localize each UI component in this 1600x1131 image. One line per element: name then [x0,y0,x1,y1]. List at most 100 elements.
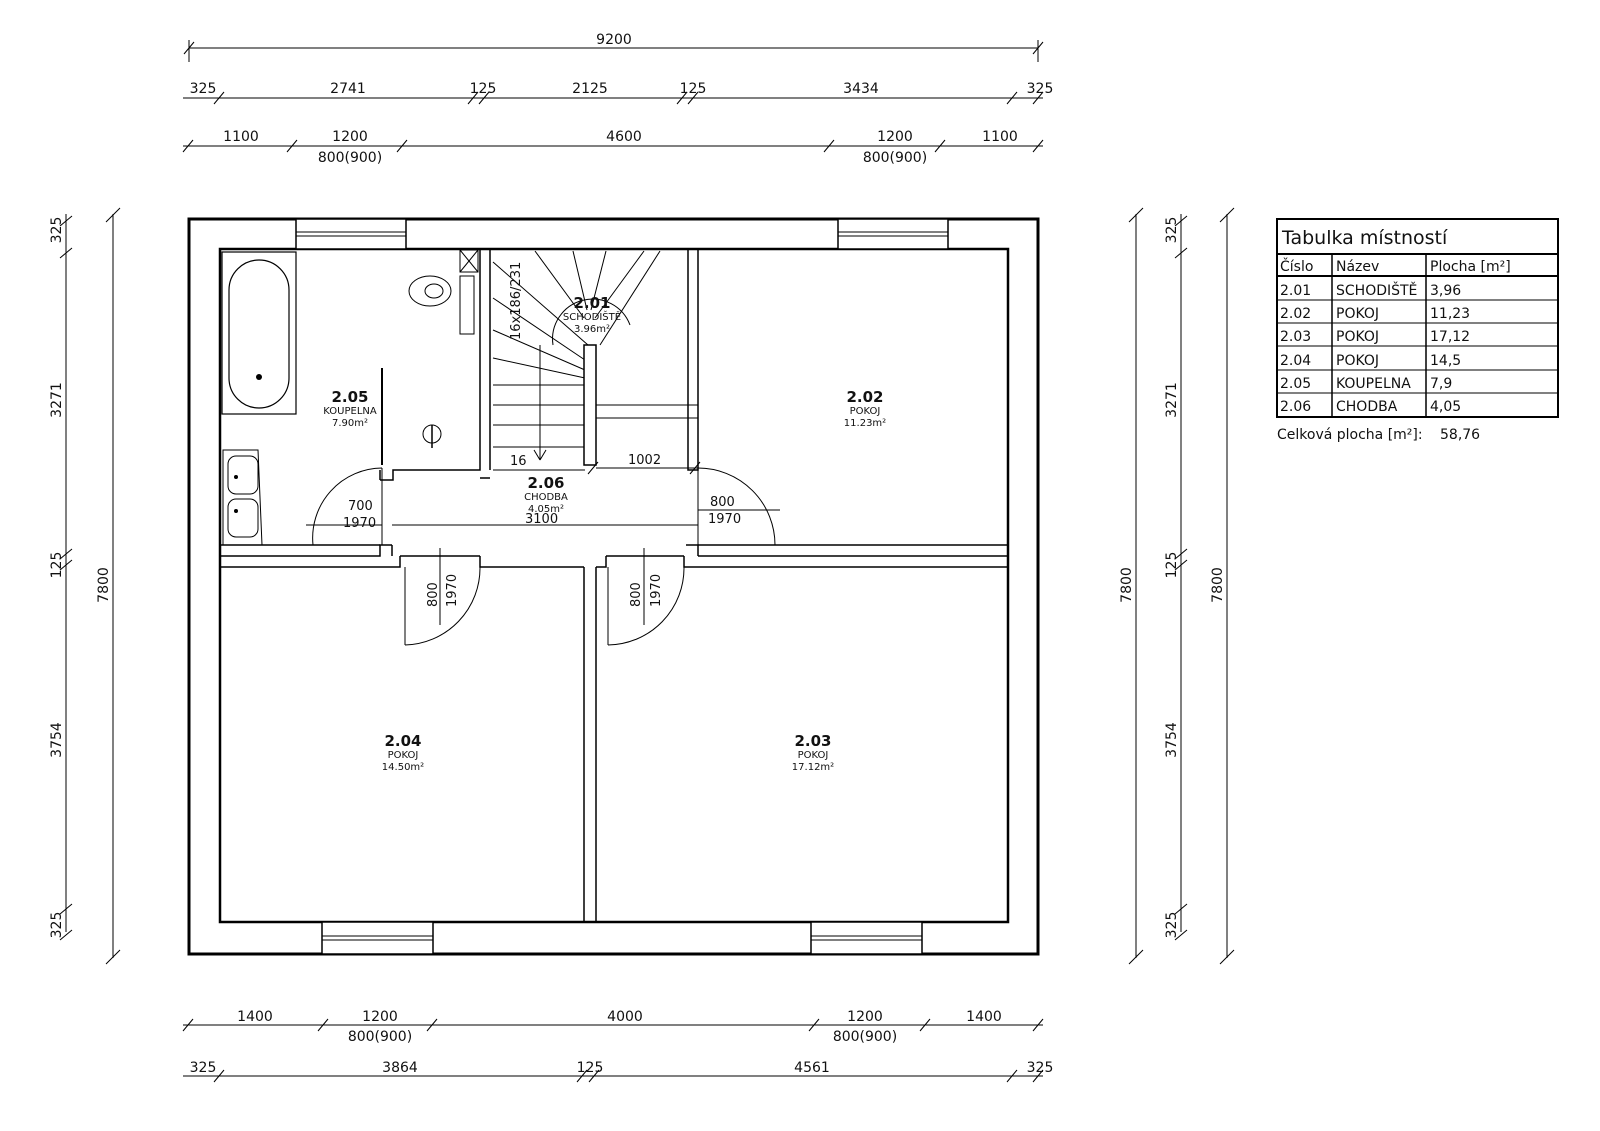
room-203-label: 2.03 POKOJ 17.12m² [792,732,834,773]
corridor-dimensions: 1002 3100 [392,453,701,527]
door-203-width: 800 [629,582,644,607]
table-cell: 7,9 [1430,376,1452,392]
table-cell: POKOJ [1336,329,1379,345]
table-header-number: Číslo [1280,257,1313,275]
table-cell: CHODBA [1336,399,1398,415]
table-cell: 2.04 [1280,353,1311,369]
table-cell: 2.03 [1280,329,1311,345]
dim-top-seg-3: 125 [470,81,497,97]
corridor-width-3100: 3100 [525,512,558,527]
dim-top-seg-6: 3434 [843,81,879,97]
windows [295,218,949,955]
dim-left-seg-1: 325 [49,217,65,244]
corridor-dim-1002: 1002 [628,453,661,468]
dim-right-seg-4: 3754 [1164,722,1180,758]
room-204-label: 2.04 POKOJ 14.50m² [382,732,424,773]
svg-text:2.06: 2.06 [527,474,564,492]
table-cell: POKOJ [1336,353,1379,369]
dim-top-seg-5: 125 [680,81,707,97]
svg-text:2.02: 2.02 [846,388,883,406]
room-table: Tabulka místností Číslo Název Plocha [m²… [1276,218,1559,443]
room-201-label: 2.01 SCHODIŠTĚ 3.96m² [563,294,621,335]
staircase: 16x186/231 16 [492,250,698,471]
dim-right-seg-5: 325 [1164,912,1180,939]
dim-bot-open-3: 4000 [607,1009,643,1025]
dim-top-open-3: 4600 [606,129,642,145]
table-cell: 2.01 [1280,283,1311,299]
svg-text:2.05: 2.05 [331,388,368,406]
svg-text:CHODBA: CHODBA [524,492,568,503]
dim-top-open-5: 1100 [982,129,1018,145]
room-205-label: 2.05 KOUPELNA 7.90m² [323,388,377,429]
table-cell: 2.02 [1280,306,1311,322]
door-bathroom: 700 1970 [306,467,383,546]
dim-top-seg-4: 2125 [572,81,608,97]
dim-top-seg-2: 2741 [330,81,366,97]
svg-text:2.01: 2.01 [573,294,610,312]
dim-left-total: 7800 [96,567,112,603]
svg-text:POKOJ: POKOJ [850,406,881,417]
walls [187,217,1040,956]
dim-right-seg-2: 3271 [1164,382,1180,418]
dim-top-open-2b: 800(900) [318,150,382,166]
dim-bot-open-2b: 800(900) [348,1029,412,1045]
svg-text:2.03: 2.03 [794,732,831,750]
dim-top-open-4: 1200 [877,129,913,145]
table-cell: 4,05 [1430,399,1461,415]
door-202-width: 800 [710,495,735,510]
window-top-left [295,218,407,250]
room-206-label: 2.06 CHODBA 4.05m² [524,474,568,515]
table-cell: 2.06 [1280,399,1311,415]
sink-double-icon [222,449,263,546]
door-203-height: 1970 [649,574,664,607]
left-dimensions: 325 3271 125 3754 325 7800 [49,207,121,965]
doors: 700 1970 800 1970 800 1970 800 1970 [306,467,780,646]
dim-left-seg-5: 325 [49,912,65,939]
dim-bot-open-4b: 800(900) [833,1029,897,1045]
svg-text:7.90m²: 7.90m² [332,418,368,429]
toilet-icon [408,275,475,335]
svg-text:2.04: 2.04 [384,732,421,750]
window-top-right [837,218,949,250]
table-title: Tabulka místností [1281,227,1448,249]
svg-text:SCHODIŠTĚ: SCHODIŠTĚ [563,310,621,323]
door-room-202: 800 1970 [697,467,780,546]
dim-bot-open-5: 1400 [966,1009,1002,1025]
dim-bot-open-4: 1200 [847,1009,883,1025]
svg-text:17.12m²: 17.12m² [792,762,834,773]
shaft-icon [459,249,479,273]
dim-bot-seg-2: 3864 [382,1060,418,1076]
table-cell: 11,23 [1430,306,1470,322]
dim-top-seg-7: 325 [1027,81,1054,97]
svg-text:POKOJ: POKOJ [798,750,829,761]
table-total-value: 58,76 [1440,427,1480,443]
room-202-label: 2.02 POKOJ 11.23m² [844,388,886,429]
dim-left-seg-3: 125 [49,552,65,579]
door-202-height: 1970 [708,512,741,527]
window-bottom-left [321,921,434,955]
dim-right-total-b: 7800 [1210,567,1226,603]
table-cell: POKOJ [1336,306,1379,322]
dim-top-open-2: 1200 [332,129,368,145]
table-cell: 14,5 [1430,353,1461,369]
table-header-area: Plocha [m²] [1430,259,1511,275]
door-room-204: 800 1970 [404,548,481,646]
svg-text:4.05m²: 4.05m² [528,504,564,515]
dim-bot-seg-4: 4561 [794,1060,830,1076]
dim-top-open-1: 1100 [223,129,259,145]
bathroom-fixtures [221,249,479,546]
bottom-dimensions: 1400 1200 800(900) 4000 1200 800(900) 14… [182,1009,1053,1083]
table-cell: SCHODIŠTĚ [1336,281,1417,299]
dim-right-total-a: 7800 [1119,567,1135,603]
dim-bot-seg-1: 325 [190,1060,217,1076]
dim-left-seg-2: 3271 [49,382,65,418]
dim-right-seg-1: 325 [1164,217,1180,244]
svg-text:14.50m²: 14.50m² [382,762,424,773]
table-total-label: Celková plocha [m²]: [1277,427,1423,443]
dim-top-seg-1: 325 [190,81,217,97]
table-header-name: Název [1336,259,1379,275]
stair-count-label: 16 [510,454,527,469]
window-bottom-right [810,921,923,955]
door-bath-width: 700 [348,499,373,514]
stair-spec-label: 16x186/231 [509,262,524,340]
